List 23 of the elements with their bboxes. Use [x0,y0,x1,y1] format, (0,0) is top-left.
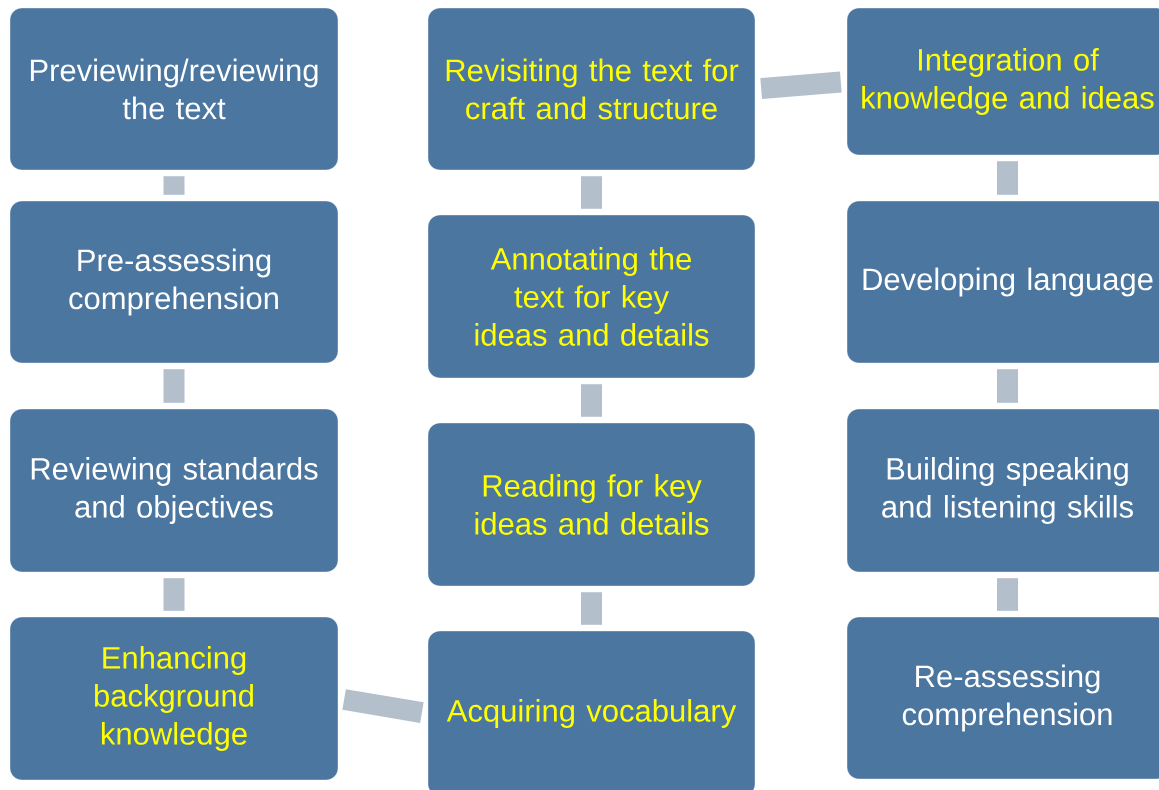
connector-bar [997,578,1018,611]
connector-bar [342,689,424,723]
process-box: Reading for key ideas and details [427,422,756,587]
process-box: Re-assessing comprehension [846,616,1159,780]
connector-bar [581,384,602,417]
connector-bar [581,592,602,625]
process-box: Revisiting the text for craft and structure [427,7,756,171]
connector-bar [163,369,185,403]
process-box: Pre-assessing comprehension [9,200,339,364]
connector-bar [163,176,185,195]
connector-bar [163,578,185,611]
process-box: Developing language [846,200,1159,364]
process-box: Enhancing background knowledge [9,616,339,781]
process-box: Previewing/reviewing the text [9,7,339,171]
process-box: Building speaking and listening skills [846,408,1159,573]
process-box: Acquiring vocabulary [427,630,756,790]
process-box: Integration of knowledge and ideas [846,7,1159,156]
connector-bar [997,161,1018,195]
connector-bar [581,176,602,209]
connector-bar [997,369,1018,403]
connector-bar [760,71,842,99]
process-box: Reviewing standards and objectives [9,408,339,573]
process-box: Annotating the text for key ideas and details [427,214,756,379]
